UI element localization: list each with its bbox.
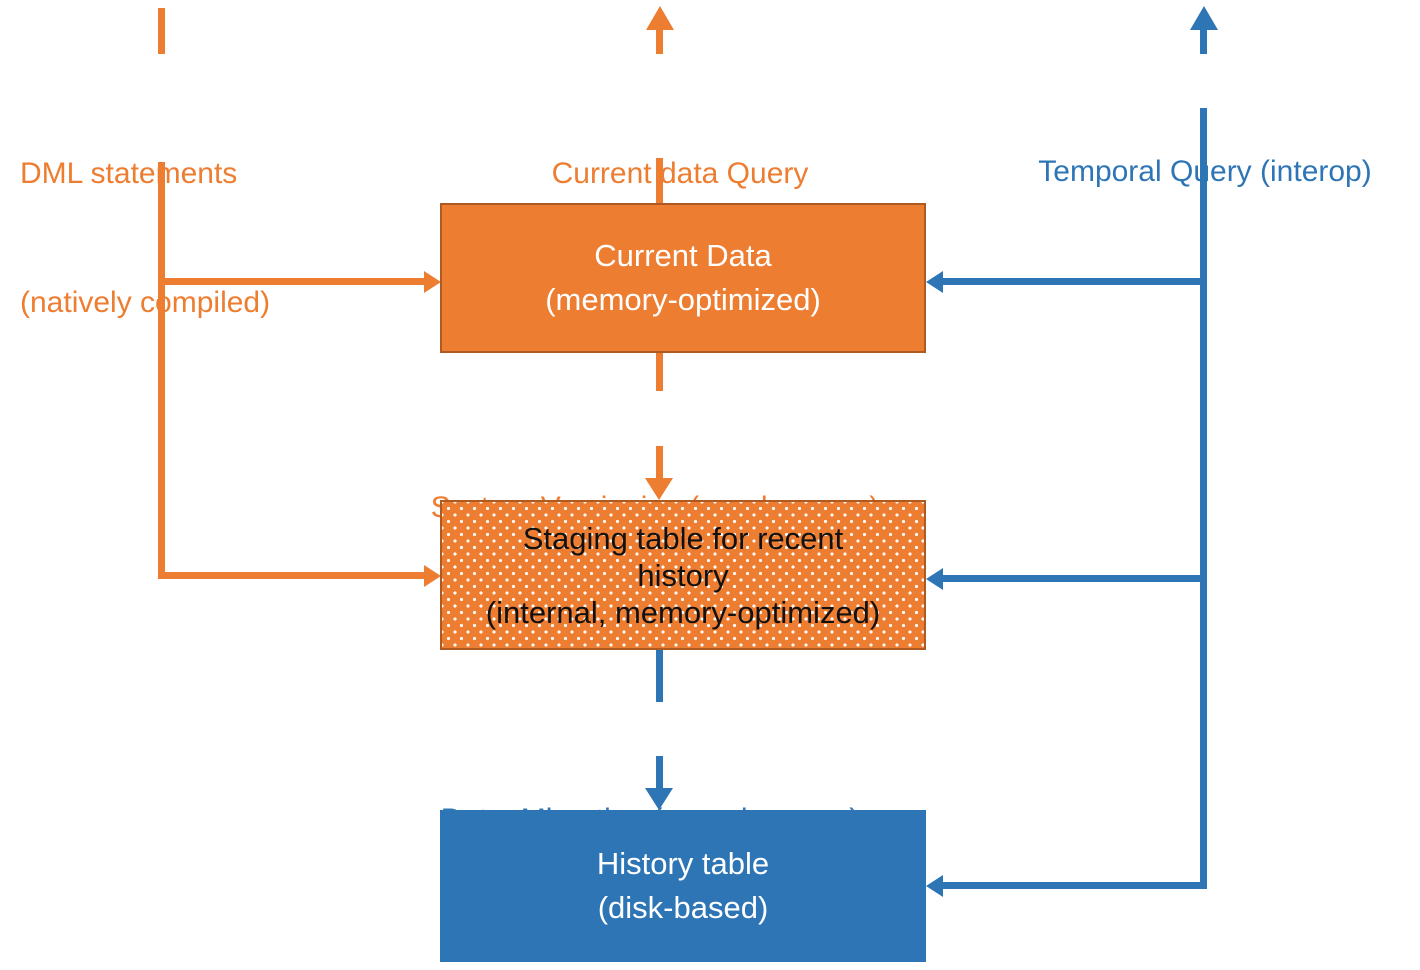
dml-rail-top-segment xyxy=(158,8,165,54)
temporal-to-history-arrowhead-icon xyxy=(926,875,943,897)
system-versioning-down-arrow-shaft xyxy=(656,446,663,480)
dml-to-staging-arrow-shaft xyxy=(158,572,426,579)
current-query-up-arrow-shaft xyxy=(656,28,663,54)
system-versioning-down-arrowhead-icon xyxy=(645,478,673,500)
temporal-query-text: Temporal Query (interop) xyxy=(1038,155,1372,188)
staging-box-line1: Staging table for recent xyxy=(522,520,844,556)
data-migration-down-arrowhead-icon xyxy=(645,788,673,810)
temporal-to-history-arrow-shaft xyxy=(942,882,1207,889)
data-migration-down-arrow-shaft xyxy=(656,756,663,790)
temporal-to-staging-arrow-shaft xyxy=(942,575,1207,582)
dml-to-current-arrow-shaft xyxy=(158,278,426,285)
current-data-box-line2: (memory-optimized) xyxy=(545,282,821,317)
temporal-query-up-arrow-shaft xyxy=(1200,28,1207,54)
current-data-query-line1: Current data Query xyxy=(551,157,809,190)
staging-box-line3: (internal, memory-optimized) xyxy=(485,594,881,630)
dml-statements-line2: (natively compiled) xyxy=(20,286,271,319)
temporal-to-current-arrow-shaft xyxy=(942,278,1207,285)
current-data-box: Current Data (memory-optimized) xyxy=(440,203,926,353)
temporal-query-up-arrowhead-icon xyxy=(1190,6,1218,30)
dml-to-staging-arrowhead-icon xyxy=(424,565,441,587)
dml-statements-line1: DML statements xyxy=(20,157,238,190)
current-query-up-arrowhead-icon xyxy=(646,6,674,30)
temporal-query-label: Temporal Query (interop) xyxy=(995,64,1415,279)
current-query-to-box-connector xyxy=(656,158,663,203)
staging-table-box: Staging table for recent history (intern… xyxy=(440,500,926,650)
temporal-to-staging-arrowhead-icon xyxy=(926,568,943,590)
dml-statements-label: DML statements (natively compiled) xyxy=(20,66,270,410)
dml-rail-main-segment xyxy=(158,162,165,579)
history-box-line2: (disk-based) xyxy=(597,890,769,925)
current-data-box-line1: Current Data xyxy=(594,238,772,273)
temporal-to-current-arrowhead-icon xyxy=(926,271,943,293)
history-table-box: History table (disk-based) xyxy=(440,810,926,962)
dml-to-current-arrowhead-icon xyxy=(424,271,441,293)
current-box-bottom-connector xyxy=(656,353,663,391)
staging-box-line2: history xyxy=(637,557,729,593)
staging-bottom-connector xyxy=(656,650,663,702)
history-box-line1: History table xyxy=(596,846,770,881)
temporal-rail-main-segment xyxy=(1200,108,1207,889)
